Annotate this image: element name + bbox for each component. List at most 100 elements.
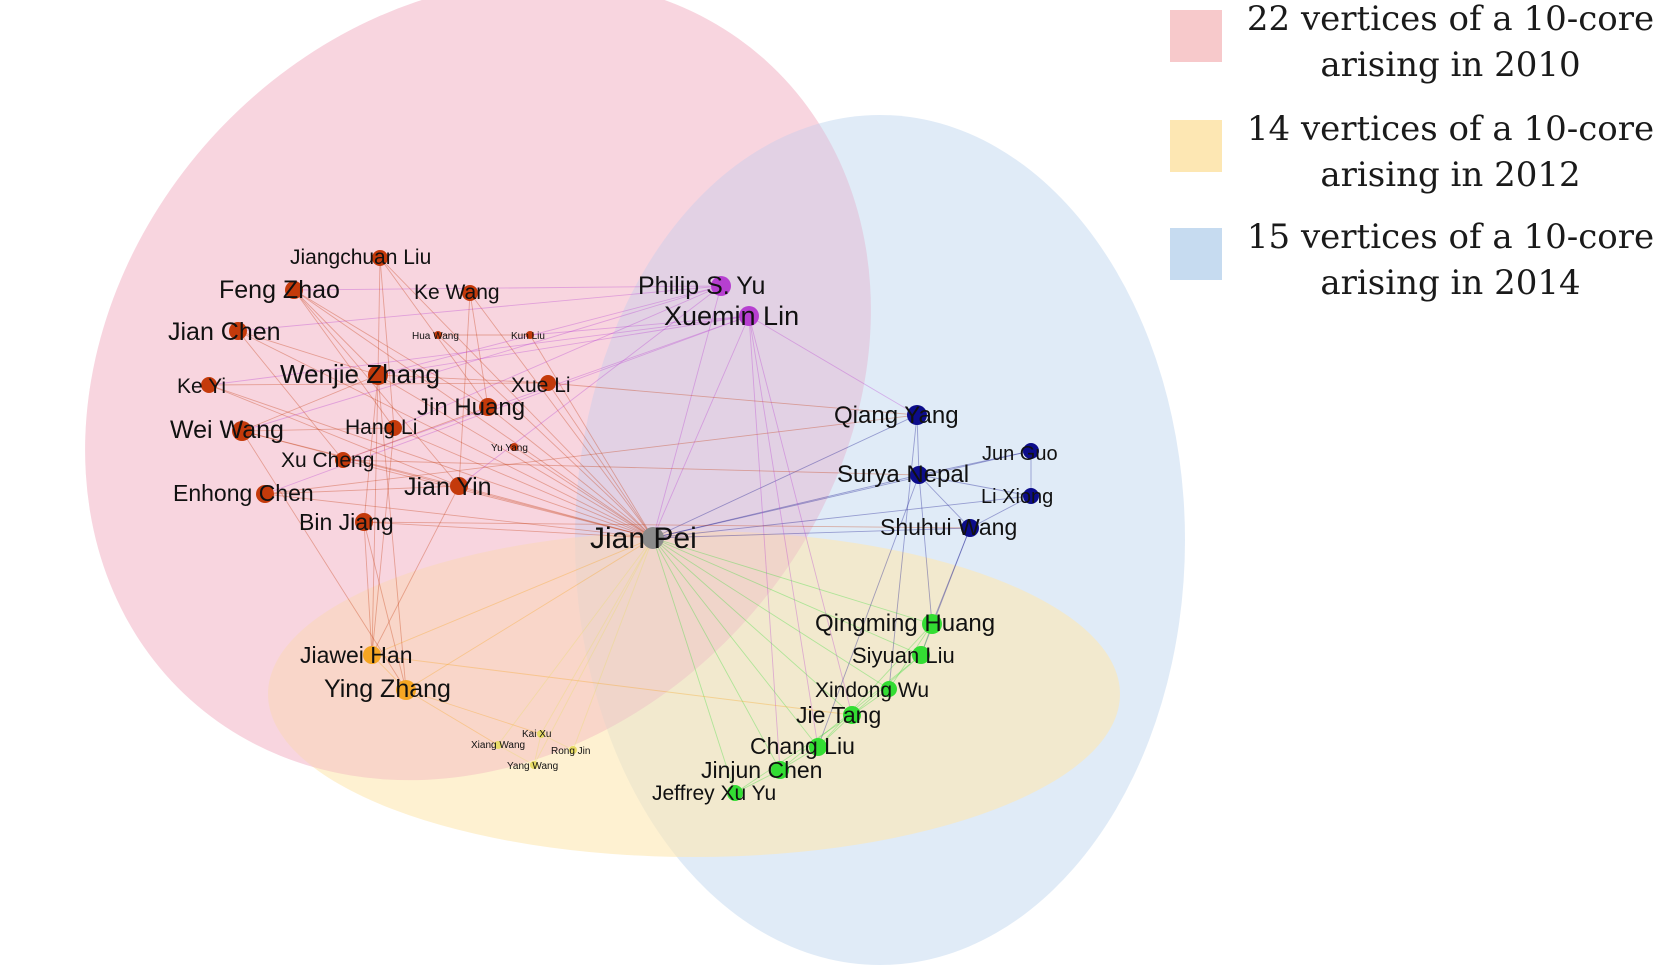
edge-jiawei-han-jie-tang [371, 654, 853, 716]
label-ke-yi: Ke Yi [177, 375, 226, 398]
node-li-xiong [1023, 488, 1039, 504]
edge-shuhui-wang-siyuan-liu [920, 527, 971, 656]
edge-jian-pei-philip-yu [652, 285, 722, 539]
region-2010-overlay [85, 0, 871, 781]
node-yu-yang [510, 443, 518, 451]
edge-jian-pei-surya-nepal [652, 474, 920, 539]
label-li-xiong: Li Xiong [981, 486, 1053, 508]
edge-surya-nepal-li-xiong [918, 474, 1032, 497]
node-kun-liu [526, 331, 534, 339]
edge-feng-zhao-jin-huang [293, 289, 489, 408]
node-ke-wang [462, 285, 478, 301]
edge-surya-nepal-qingming-huang [918, 474, 933, 625]
node-feng-zhao [285, 281, 303, 299]
edge-jian-pei-yu-yang [513, 446, 654, 539]
edge-jian-pei-qiang-yang [652, 414, 918, 539]
legend-line: 15 vertices of a 10-core [1246, 217, 1655, 257]
edge-jian-pei-qingming-huang [652, 537, 933, 625]
label-chang-liu: Chang Liu [750, 733, 855, 759]
node-hang-li [386, 420, 402, 436]
legend-item-2010: 22 vertices of a 10-core arising in 2010 [1170, 0, 1660, 100]
label-qiang-yang: Qiang Yang [834, 402, 959, 429]
label-kai-xu: Kai Xu [522, 729, 551, 740]
edge-jian-pei-xiang-wang [497, 537, 654, 746]
node-jiawei-han [363, 646, 381, 664]
edge-wei-wang-hang-li [241, 427, 395, 432]
edge-jiangchuan-liu-wenjie-zhang [377, 257, 381, 376]
edge-jian-pei-wenjie-zhang [377, 374, 654, 539]
edge-jian-pei-rong-jin [572, 537, 654, 751]
label-qingming-huang: Qingming Huang [815, 610, 995, 637]
label-feng-zhao: Feng Zhao [219, 276, 340, 304]
node-xue-li [540, 375, 556, 391]
edge-jian-pei-jeffrey-xu-yu [652, 537, 736, 794]
edge-jian-pei-ke-yi [208, 384, 654, 539]
edge-xuemin-lin-chang-liu [748, 315, 819, 748]
edge-jian-pei-feng-zhao [293, 289, 654, 539]
edge-jian-pei-xue-li [547, 382, 654, 539]
edge-jian-pei-bin-jiang [363, 521, 654, 539]
label-philip-yu: Philip S. Yu [638, 272, 765, 300]
legend-swatch-2014 [1170, 228, 1222, 280]
node-jinjun-chen [771, 761, 789, 779]
edge-philip-yu-jian-yin [458, 285, 722, 487]
edge-xuemin-lin-ke-yi [208, 315, 750, 386]
edge-jian-pei-jun-guo [652, 450, 1032, 539]
label-yu-yang: Yu Yang [491, 443, 528, 454]
edge-ke-wang-jin-huang [469, 292, 489, 408]
label-jiangchuan-liu: Jiangchuan Liu [290, 246, 431, 269]
edge-jian-pei-xindong-wu [652, 537, 890, 690]
node-yang-wang [530, 761, 538, 769]
edge-shuhui-wang-qingming-huang [931, 527, 971, 625]
node-surya-nepal [910, 466, 928, 484]
edge-philip-yu-feng-zhao [293, 285, 722, 291]
legend-text-2012: 14 vertices of a 10-core arising in 2012 [1238, 106, 1661, 198]
edge-philip-yu-wenjie-zhang [377, 285, 722, 376]
edge-jian-chen-xu-cheng [237, 330, 344, 461]
edge-bin-jiang-ying-zhang [363, 521, 407, 691]
node-rong-jin [569, 746, 577, 754]
node-xu-cheng [335, 452, 351, 468]
label-xue-li: Xue Li [511, 374, 571, 397]
legend-swatch-2012 [1170, 120, 1222, 172]
label-shuhui-wang: Shuhui Wang [880, 514, 1017, 540]
edge-surya-nepal-shuhui-wang [918, 474, 971, 529]
node-philip-yu [711, 276, 731, 296]
node-xindong-wu [881, 681, 897, 697]
label-jeffrey-xu-yu: Jeffrey Xu Yu [652, 782, 776, 805]
edge-jian-pei-jie-tang [652, 537, 853, 716]
edge-jian-pei-enhong-chen [264, 493, 654, 539]
node-wenjie-zhang [368, 365, 388, 385]
edge-xuemin-lin-kun-liu [529, 315, 750, 336]
edge-jian-pei-kun-liu [529, 334, 654, 539]
node-jiangchuan-liu [372, 250, 388, 266]
edge-wenjie-zhang-jiawei-han [371, 374, 379, 656]
edge-surya-nepal-jun-guo [918, 450, 1032, 476]
label-enhong-chen: Enhong Chen [173, 480, 314, 506]
label-jian-pei: Jian Pei [590, 522, 697, 555]
edge-jian-pei-yang-wang [533, 537, 654, 766]
edge-jian-pei-hua-wang [437, 334, 654, 539]
edge-jian-pei-xu-cheng [342, 459, 654, 539]
label-siyuan-liu: Siyuan Liu [852, 643, 955, 668]
edge-enhong-chen-jian-yin [264, 485, 460, 495]
edge-kai-xu-rong-jin [540, 733, 574, 751]
label-xindong-wu: Xindong Wu [815, 679, 929, 702]
edge-jian-pei-jinjun-chen [652, 537, 781, 771]
edge-ying-zhang-xiang-wang [405, 689, 499, 746]
edge-qingming-huang-xindong-wu [888, 623, 933, 690]
edge-jian-yin-jiawei-han [371, 485, 460, 656]
edge-feng-zhao-jian-yin [293, 289, 460, 487]
label-jie-tang: Jie Tang [796, 702, 881, 728]
edge-jian-pei-hang-li [393, 427, 654, 539]
label-kun-liu: Kun Liu [511, 331, 545, 342]
label-hua-wang: Hua Wang [412, 331, 459, 342]
edge-wenjie-zhang-ying-zhang [377, 374, 407, 691]
edge-wenjie-zhang-wei-wang [241, 374, 379, 432]
label-wei-wang: Wei Wang [170, 416, 284, 444]
edge-bin-jiang-shuhui-wang [363, 521, 971, 529]
edge-jian-pei-ke-wang [469, 292, 654, 539]
edge-jian-pei-jin-huang [487, 406, 654, 539]
node-ke-yi [201, 377, 217, 393]
